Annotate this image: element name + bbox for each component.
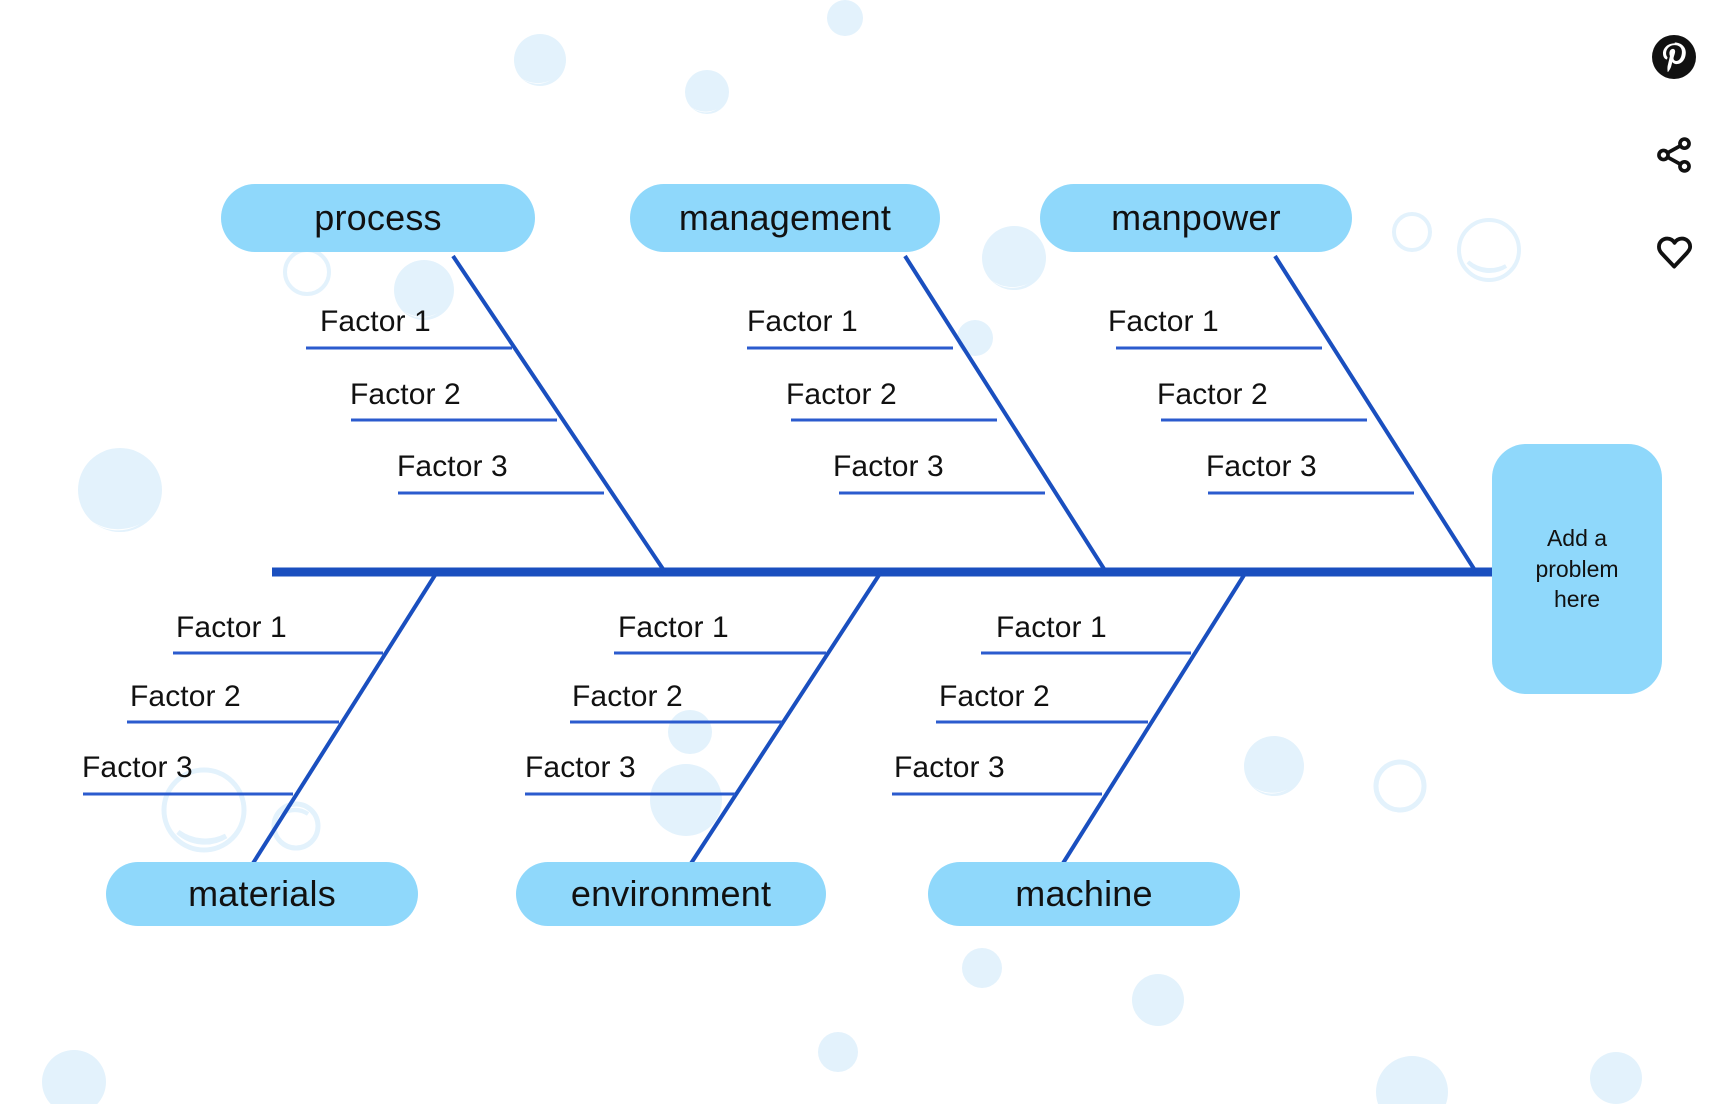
- problem-text: Add a problem here: [1535, 523, 1618, 614]
- category-label: management: [678, 197, 892, 238]
- factor-label-management-2[interactable]: Factor 2: [786, 378, 897, 411]
- factor-label-machine-1[interactable]: Factor 1: [996, 611, 1107, 644]
- factor-label-environment-2[interactable]: Factor 2: [572, 680, 683, 713]
- pinterest-icon[interactable]: [1651, 34, 1697, 80]
- category-pill-manpower[interactable]: manpower: [1040, 184, 1352, 252]
- bone-top-management: [903, 254, 1108, 574]
- factor-label-management-3[interactable]: Factor 3: [833, 450, 944, 483]
- heart-icon[interactable]: [1651, 230, 1697, 276]
- factor-label-materials-2[interactable]: Factor 2: [130, 680, 241, 713]
- bone-top-process: [451, 254, 667, 574]
- bone-bottom-machine: [1058, 570, 1248, 870]
- category-pill-machine[interactable]: machine: [928, 862, 1240, 926]
- category-pill-management[interactable]: management: [630, 184, 940, 252]
- bone-top-manpower: [1273, 254, 1478, 574]
- category-label: materials: [188, 873, 336, 914]
- problem-line-2: problem: [1535, 555, 1619, 582]
- bone-bottom-materials: [248, 570, 439, 870]
- category-label: machine: [1015, 873, 1153, 914]
- problem-line-3: here: [1553, 586, 1601, 613]
- problem-line-1: Add a: [1546, 525, 1608, 552]
- factor-label-management-1[interactable]: Factor 1: [747, 305, 858, 338]
- category-label: environment: [570, 873, 772, 914]
- category-pill-process[interactable]: process: [221, 184, 535, 252]
- factor-label-materials-1[interactable]: Factor 1: [176, 611, 287, 644]
- factor-label-manpower-2[interactable]: Factor 2: [1157, 378, 1268, 411]
- social-action-rail: [1651, 34, 1697, 276]
- factor-label-process-3[interactable]: Factor 3: [397, 450, 508, 483]
- factor-label-environment-3[interactable]: Factor 3: [525, 751, 636, 784]
- category-label: process: [314, 197, 442, 238]
- problem-statement-box[interactable]: Add a problem here: [1492, 444, 1662, 694]
- factor-label-machine-2[interactable]: Factor 2: [939, 680, 1050, 713]
- factor-label-environment-1[interactable]: Factor 1: [618, 611, 729, 644]
- share-icon[interactable]: [1651, 132, 1697, 178]
- factor-label-manpower-1[interactable]: Factor 1: [1108, 305, 1219, 338]
- bone-bottom-environment: [686, 570, 883, 870]
- factor-label-process-1[interactable]: Factor 1: [320, 305, 431, 338]
- factor-label-manpower-3[interactable]: Factor 3: [1206, 450, 1317, 483]
- factor-label-machine-3[interactable]: Factor 3: [894, 751, 1005, 784]
- category-pill-materials[interactable]: materials: [106, 862, 418, 926]
- category-label: manpower: [1111, 197, 1281, 238]
- factor-label-process-2[interactable]: Factor 2: [350, 378, 461, 411]
- factor-label-materials-3[interactable]: Factor 3: [82, 751, 193, 784]
- category-pill-environment[interactable]: environment: [516, 862, 826, 926]
